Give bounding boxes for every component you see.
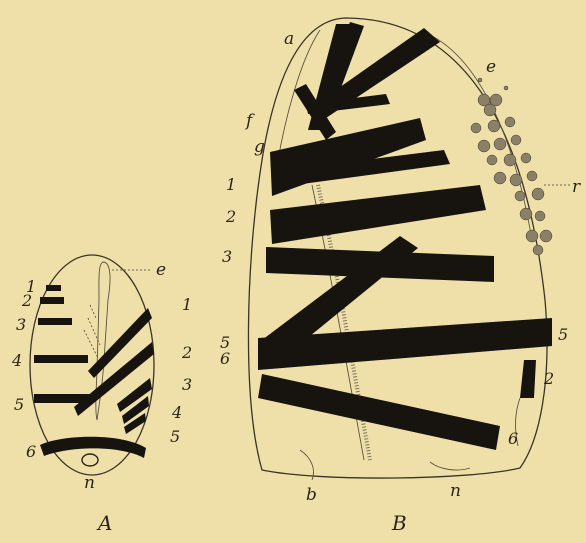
label-a-n: n	[84, 473, 95, 493]
label-b-a: a	[284, 29, 294, 49]
label-b-left-2: 2	[225, 207, 236, 226]
caption-b: B	[391, 511, 407, 535]
label-b-right-6: 6	[508, 429, 518, 448]
label-b-right-5: 5	[558, 325, 568, 344]
label-b-right-2: 2	[543, 369, 554, 388]
label-a-right-4: 4	[171, 403, 182, 422]
cell-a-band-1	[46, 285, 61, 291]
caption-a: A	[96, 511, 112, 535]
label-b-e: e	[486, 57, 496, 77]
panel-b: a e f g r 1 2 3 5 6 5 2 6 b n B	[220, 18, 581, 535]
cell-b-band-right-2	[520, 360, 536, 398]
label-b-b: b	[306, 485, 317, 505]
label-b-n: n	[450, 481, 461, 501]
cell-a-band-3	[38, 318, 72, 325]
panel-a: e 1 2 3 4 5 6 1 2 3 4 5 n A	[11, 255, 192, 535]
label-a-left-5: 5	[14, 395, 24, 414]
label-a-right-1: 1	[182, 295, 192, 314]
label-b-left-1: 1	[226, 175, 236, 194]
label-a-right-5: 5	[170, 427, 180, 446]
cell-a-band-2	[40, 297, 64, 304]
label-a-right-2: 2	[181, 343, 192, 362]
cell-b-band-2	[270, 185, 486, 244]
cell-a-band-4	[34, 355, 88, 363]
label-a-left-3: 3	[16, 315, 26, 334]
cell-b-band-6	[258, 374, 500, 450]
cell-a-nucleus-n	[82, 454, 98, 466]
cell-b-granules	[471, 78, 552, 255]
label-a-left-6: 6	[26, 442, 36, 461]
label-a-e: e	[156, 260, 166, 280]
label-a-left-4: 4	[11, 351, 22, 370]
label-b-left-3: 3	[222, 247, 232, 266]
label-a-left-2: 2	[21, 291, 32, 310]
label-a-right-3: 3	[182, 375, 192, 394]
cell-b-base-n	[430, 462, 470, 470]
label-b-left-6: 6	[220, 349, 230, 368]
label-b-f: f	[244, 111, 255, 131]
label-b-g: g	[254, 137, 265, 157]
label-b-r: r	[572, 177, 581, 197]
